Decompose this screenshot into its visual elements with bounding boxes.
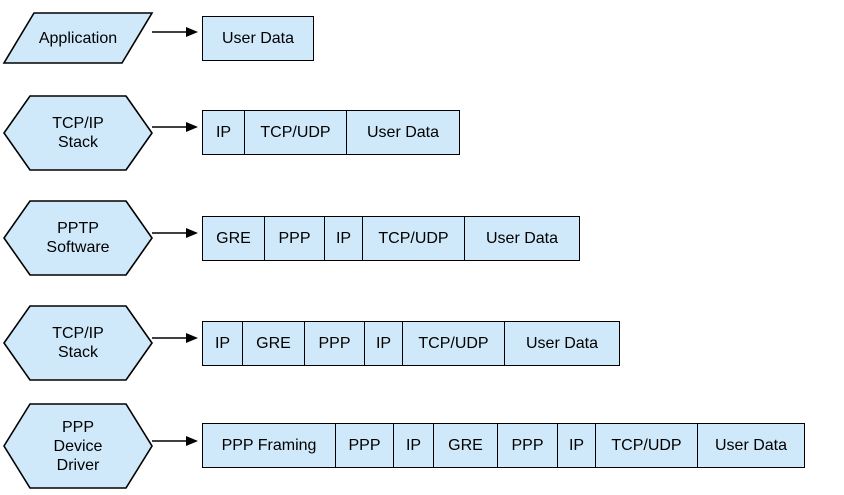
packet-field: PPP xyxy=(498,424,558,467)
packet-field: IP xyxy=(203,111,245,154)
right-arrow-icon xyxy=(152,226,200,240)
packet-field: PPP xyxy=(336,424,394,467)
packet-field: User Data xyxy=(505,322,619,365)
packet-field: IP xyxy=(558,424,596,467)
packet-field: User Data xyxy=(347,111,459,154)
packet-field: TCP/UDP xyxy=(403,322,505,365)
right-arrow-icon xyxy=(152,434,200,448)
packet-field: User Data xyxy=(203,17,313,60)
right-arrow-icon xyxy=(152,25,200,39)
packet-field: GRE xyxy=(434,424,498,467)
packet-field: User Data xyxy=(465,217,579,260)
packet-field: PPP xyxy=(265,217,325,260)
packet-field: PPP Framing xyxy=(203,424,336,467)
packet-field: GRE xyxy=(203,217,265,260)
right-arrow-icon xyxy=(152,331,200,345)
packet-field: IP xyxy=(365,322,403,365)
packet-field: TCP/UDP xyxy=(363,217,465,260)
packet-field: PPP xyxy=(305,322,365,365)
packet-field: TCP/UDP xyxy=(245,111,347,154)
packet-field: IP xyxy=(394,424,434,467)
right-arrow-icon xyxy=(152,120,200,134)
packet-field: User Data xyxy=(698,424,804,467)
packet-field: TCP/UDP xyxy=(596,424,698,467)
packet-application: User Data xyxy=(202,16,314,61)
packet-field: GRE xyxy=(243,322,305,365)
stage-shape-application: Application xyxy=(2,12,154,64)
packet-field: IP xyxy=(325,217,363,260)
packet-field: IP xyxy=(203,322,243,365)
